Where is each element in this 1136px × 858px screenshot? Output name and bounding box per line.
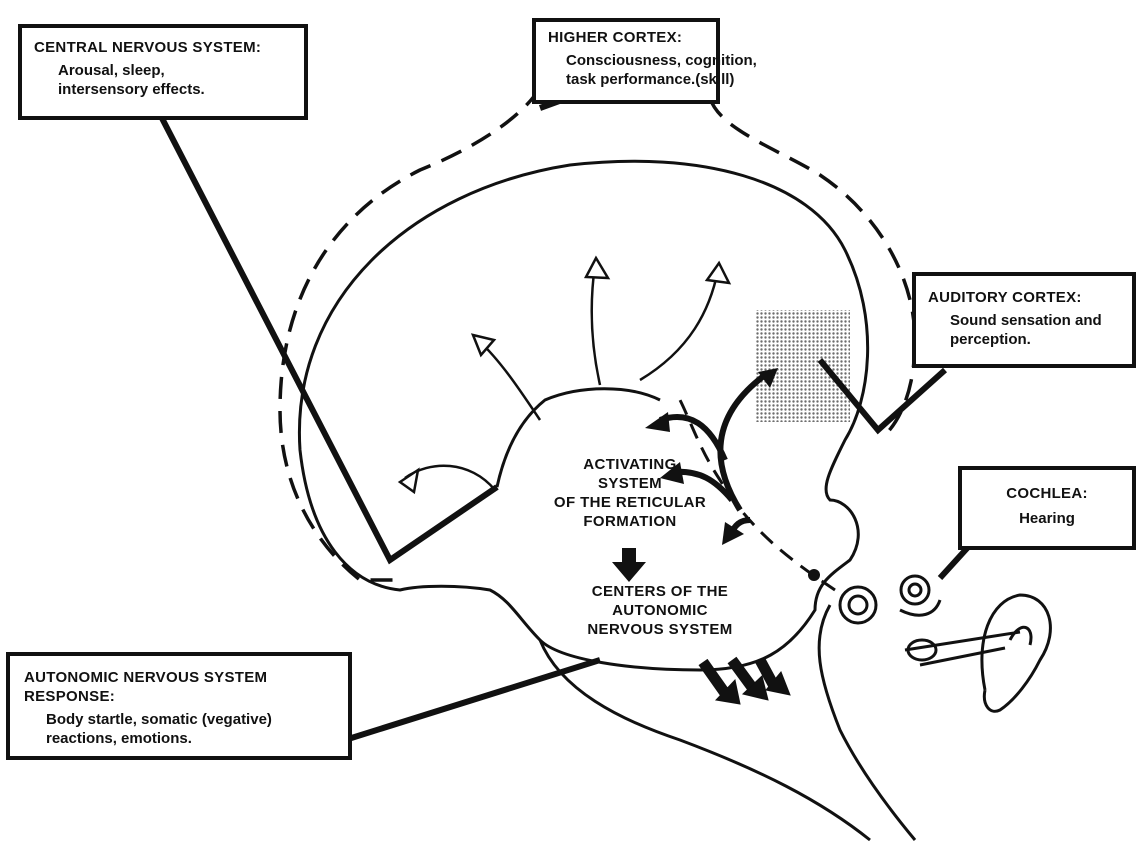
autonomic-centers-label: CENTERS OF THE AUTONOMIC NERVOUS SYSTEM	[560, 582, 760, 639]
brainstem-outline-right	[819, 605, 915, 840]
pathway-node	[808, 569, 820, 581]
down-arrow-icon	[612, 548, 646, 582]
cns-box: CENTRAL NERVOUS SYSTEM: Arousal, sleep, …	[18, 24, 308, 120]
ans-box: AUTONOMIC NERVOUS SYSTEM RESPONSE: Body …	[6, 652, 352, 760]
auditory-cortex-box: AUDITORY CORTEX: Sound sensation and per…	[912, 272, 1136, 368]
auditory-cortex-body: Sound sensation and perception.	[928, 311, 1128, 349]
higher-cortex-box: HIGHER CORTEX: Consciousness, cognition,…	[532, 18, 720, 104]
ans-body: Body startle, somatic (vegative) reactio…	[24, 710, 340, 748]
higher-cortex-title: HIGHER CORTEX:	[548, 28, 708, 47]
ans-title: AUTONOMIC NERVOUS SYSTEM RESPONSE:	[24, 668, 340, 706]
reticular-formation-label: ACTIVATING SYSTEM OF THE RETICULAR FORMA…	[520, 455, 740, 531]
auditory-cortex-title: AUDITORY CORTEX:	[928, 288, 1128, 307]
cochlea-box: COCHLEA: Hearing	[958, 466, 1136, 550]
higher-cortex-body: Consciousness, cognition, task performan…	[548, 51, 708, 89]
cns-body: Arousal, sleep, intersensory effects.	[34, 61, 294, 99]
cochlea-body: Hearing	[962, 509, 1132, 528]
auditory-cortex-region	[755, 310, 850, 422]
cochlea-title: COCHLEA:	[962, 484, 1132, 503]
cns-title: CENTRAL NERVOUS SYSTEM:	[34, 38, 294, 57]
response-arrows	[703, 660, 790, 704]
